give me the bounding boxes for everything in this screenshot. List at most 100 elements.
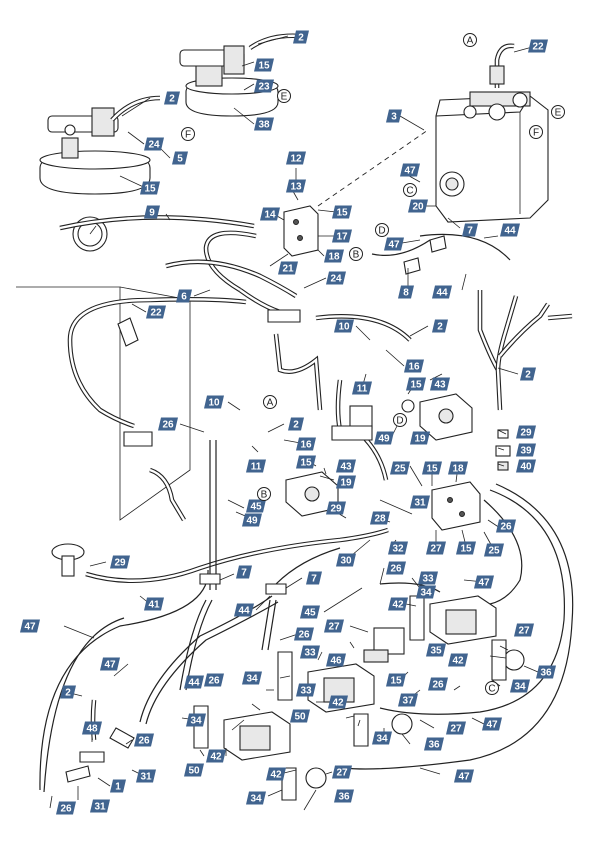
callout-c53: 49 (242, 513, 262, 527)
callout-c55: 28 (370, 511, 390, 525)
callout-c2: 15 (254, 58, 274, 72)
connector-letter: A (467, 36, 474, 47)
callout-c65: 7 (306, 571, 322, 585)
callout-badge (386, 109, 402, 123)
callout-number: 26 (500, 522, 512, 533)
callout-badge (236, 565, 252, 579)
callout-number: 34 (246, 674, 258, 685)
callout-c67: 44 (234, 603, 254, 617)
callout-badge (400, 163, 420, 177)
callout-badge (430, 377, 450, 391)
callout-number: 21 (282, 264, 294, 275)
callout-c16: 9 (144, 205, 160, 219)
manifold-block-top (283, 205, 319, 257)
callout-badge (408, 199, 428, 213)
callout-c52: 45 (246, 499, 266, 513)
callout-badge (242, 513, 262, 527)
callout-number: 37 (402, 696, 414, 707)
callout-c59: 27 (426, 541, 446, 555)
callout-c109: 34 (246, 791, 266, 805)
callout-c21: 20 (408, 199, 428, 213)
callout-c29: 10 (334, 319, 354, 333)
callout-number: 16 (300, 440, 312, 451)
callout-c19: 24 (326, 271, 346, 285)
connector-circle (349, 247, 363, 261)
machine-frame-outline (16, 286, 191, 521)
callout-badge (158, 417, 178, 431)
callout-c28: 22 (146, 305, 166, 319)
callout-badge (432, 319, 448, 333)
callout-c75: 27 (514, 623, 534, 637)
connector-circle (257, 487, 271, 501)
callout-badge (286, 179, 306, 193)
callout-c38: 10 (204, 395, 224, 409)
callout-c54: 29 (326, 501, 346, 515)
connector-letter: D (396, 416, 403, 427)
callout-badge (424, 737, 444, 751)
callout-c47: 39 (516, 443, 536, 457)
connector-ref-k4: E (551, 105, 565, 119)
callout-c37: 19 (410, 431, 430, 445)
connector-ref-k5: F (529, 125, 543, 139)
callout-badge (336, 553, 356, 567)
callout-number: 44 (504, 226, 516, 237)
callout-number: 25 (394, 464, 406, 475)
connector-letter: E (555, 108, 562, 119)
callout-badge (246, 791, 266, 805)
leader-lines (49, 35, 539, 811)
callout-c93: 42 (328, 695, 348, 709)
callout-badge (404, 359, 424, 373)
callout-number: 44 (188, 678, 200, 689)
connector-ref-k8: B (349, 247, 363, 261)
callout-c8: 15 (140, 181, 160, 195)
connector-ref-k1: E (277, 89, 291, 103)
callout-number: 33 (304, 648, 316, 659)
callout-number: 18 (452, 464, 464, 475)
callout-c112: 31 (90, 799, 110, 813)
callout-c1: 2 (293, 30, 309, 44)
callout-badge (296, 437, 316, 451)
callout-badge (384, 237, 404, 251)
callout-badge (516, 459, 536, 473)
callout-c87: 26 (204, 673, 224, 687)
callout-badge (204, 673, 224, 687)
water-tank (435, 91, 549, 223)
callout-c72: 45 (300, 605, 320, 619)
callout-number: 45 (250, 502, 262, 513)
callout-badge (422, 461, 442, 475)
callout-number: 15 (258, 61, 270, 72)
connector-circle (403, 183, 417, 197)
callout-badge (134, 733, 154, 747)
callout-c83: 34 (510, 679, 530, 693)
callout-badge (398, 693, 418, 707)
callout-badge (294, 627, 314, 641)
callout-badge (520, 367, 536, 381)
callout-c35: 2 (520, 367, 536, 381)
callout-c103: 31 (136, 769, 156, 783)
callout-number: 26 (432, 680, 444, 691)
callout-badge (144, 205, 160, 219)
callout-badge (300, 605, 320, 619)
callout-number: 47 (388, 240, 400, 251)
callout-number: 19 (340, 478, 352, 489)
callout-c13: 15 (332, 205, 352, 219)
callout-badge (300, 645, 320, 659)
solenoid-valve-lower (363, 627, 405, 663)
callout-number: 49 (378, 434, 390, 445)
thin-tubing (39, 233, 574, 793)
callout-c81: 33 (300, 645, 320, 659)
callout-badge (410, 431, 430, 445)
callout-c5: 2 (164, 91, 180, 105)
callout-number: 27 (430, 544, 442, 555)
callout-number: 38 (258, 120, 270, 131)
callout-c3: 23 (254, 79, 274, 93)
callout-badge (370, 511, 390, 525)
callout-badge (426, 643, 446, 657)
callout-number: 41 (148, 600, 160, 611)
callout-c102: 42 (206, 749, 226, 763)
callout-c94: 27 (446, 721, 466, 735)
callout-number: 26 (162, 420, 174, 431)
callout-number: 36 (540, 668, 552, 679)
callout-badge (386, 673, 406, 687)
callout-number: 9 (149, 208, 155, 219)
